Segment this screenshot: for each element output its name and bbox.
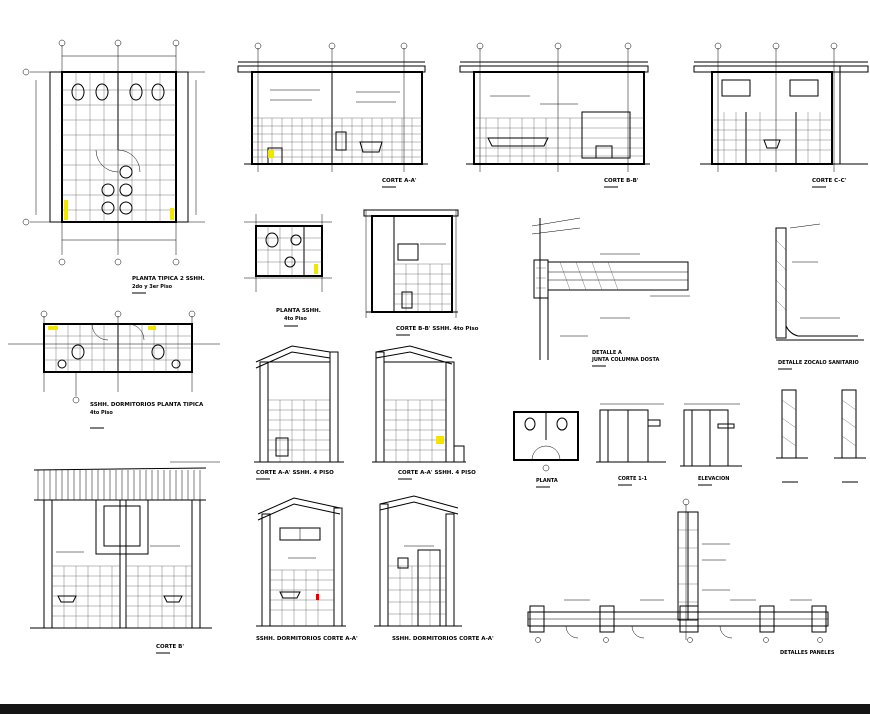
section-corte-bb-sshh: CORTE B-B' SSHH. 4to Piso: [363, 209, 479, 336]
section-corte-aa-sshh4-left: CORTE A-A' SSHH. 4 PISO: [254, 345, 344, 480]
label-elevacion: ELEVACION: [698, 476, 729, 482]
section-corte-b-roof: CORTE B': [30, 461, 220, 654]
detail-junta-columna: DETALLE A JUNTA COLUMNA DOSTA: [531, 217, 690, 367]
detail-paneles: DETALLES PANELES: [527, 498, 835, 656]
label-planta-tipica-2-sub: 2do y 3er Piso: [132, 284, 173, 290]
label-detalle-junta-sub: JUNTA COLUMNA DOSTA: [591, 357, 660, 363]
label-corte-bb-sshh4: CORTE A-A' SSHH. 4 PISO: [398, 470, 476, 476]
detail-planta-small: PLANTA: [513, 411, 579, 488]
bottom-bar: [0, 704, 870, 714]
label-planta-small: PLANTA: [536, 478, 558, 484]
detail-zocalo-sanitario: DETALLE ZOCALO SANITARIO: [775, 223, 864, 370]
label-planta-sshh: PLANTA SSHH.: [276, 308, 321, 314]
label-corte-cc: CORTE C-C': [812, 178, 847, 184]
label-corte-b-bottom: CORTE B': [156, 644, 184, 650]
label-detalles-paneles: DETALLES PANELES: [780, 650, 835, 656]
section-corte-bb: CORTE B-B': [459, 42, 650, 188]
section-corte-bb-sshh4-right: CORTE A-A' SSHH. 4 PISO: [372, 345, 476, 480]
label-sshh-dormitorios-planta: SSHH. DORMITORIOS PLANTA TIPICA: [90, 402, 204, 408]
section-sshh-dorm-corte-a-left: SSHH. DORMITORIOS CORTE A-A': [256, 497, 358, 642]
label-corte-aa-sshh4: CORTE A-A' SSHH. 4 PISO: [256, 470, 334, 476]
section-sshh-dorm-corte-a-right: SSHH. DORMITORIOS CORTE A-A': [374, 495, 494, 642]
label-detalle-zocalo: DETALLE ZOCALO SANITARIO: [778, 360, 859, 366]
label-sshh-dormitorios-planta-sub: 4to Piso: [90, 410, 113, 416]
section-corte-aa: CORTE A-A': [237, 42, 428, 188]
label-sshh-dorm-corte-b: SSHH. DORMITORIOS CORTE A-A': [392, 636, 494, 642]
detail-wall-sections: [776, 389, 866, 483]
label-corte-11: CORTE 1-1: [618, 476, 648, 482]
detail-corte-11: CORTE 1-1: [596, 403, 666, 486]
label-planta-sshh-sub: 4to Piso: [284, 316, 307, 322]
label-corte-bb: CORTE B-B': [604, 178, 639, 184]
plan-sshh-dormitorios: SSHH. DORMITORIOS PLANTA TIPICA 4to Piso: [8, 310, 220, 429]
plan-planta-sshh: PLANTA SSHH. 4to Piso: [244, 214, 332, 327]
plan-planta-tipica-2: PLANTA TIPICA 2 SSHH. 2do y 3er Piso: [22, 39, 205, 294]
detail-elevacion: ELEVACION: [680, 403, 742, 486]
label-corte-aa: CORTE A-A': [382, 178, 417, 184]
label-corte-bb-sshh: CORTE B-B' SSHH. 4to Piso: [396, 326, 479, 332]
label-detalle-junta: DETALLE A: [592, 350, 622, 356]
label-sshh-dorm-corte-a: SSHH. DORMITORIOS CORTE A-A': [256, 636, 358, 642]
label-planta-tipica-2: PLANTA TIPICA 2 SSHH.: [132, 276, 205, 282]
section-corte-cc: CORTE C-C': [693, 42, 869, 188]
